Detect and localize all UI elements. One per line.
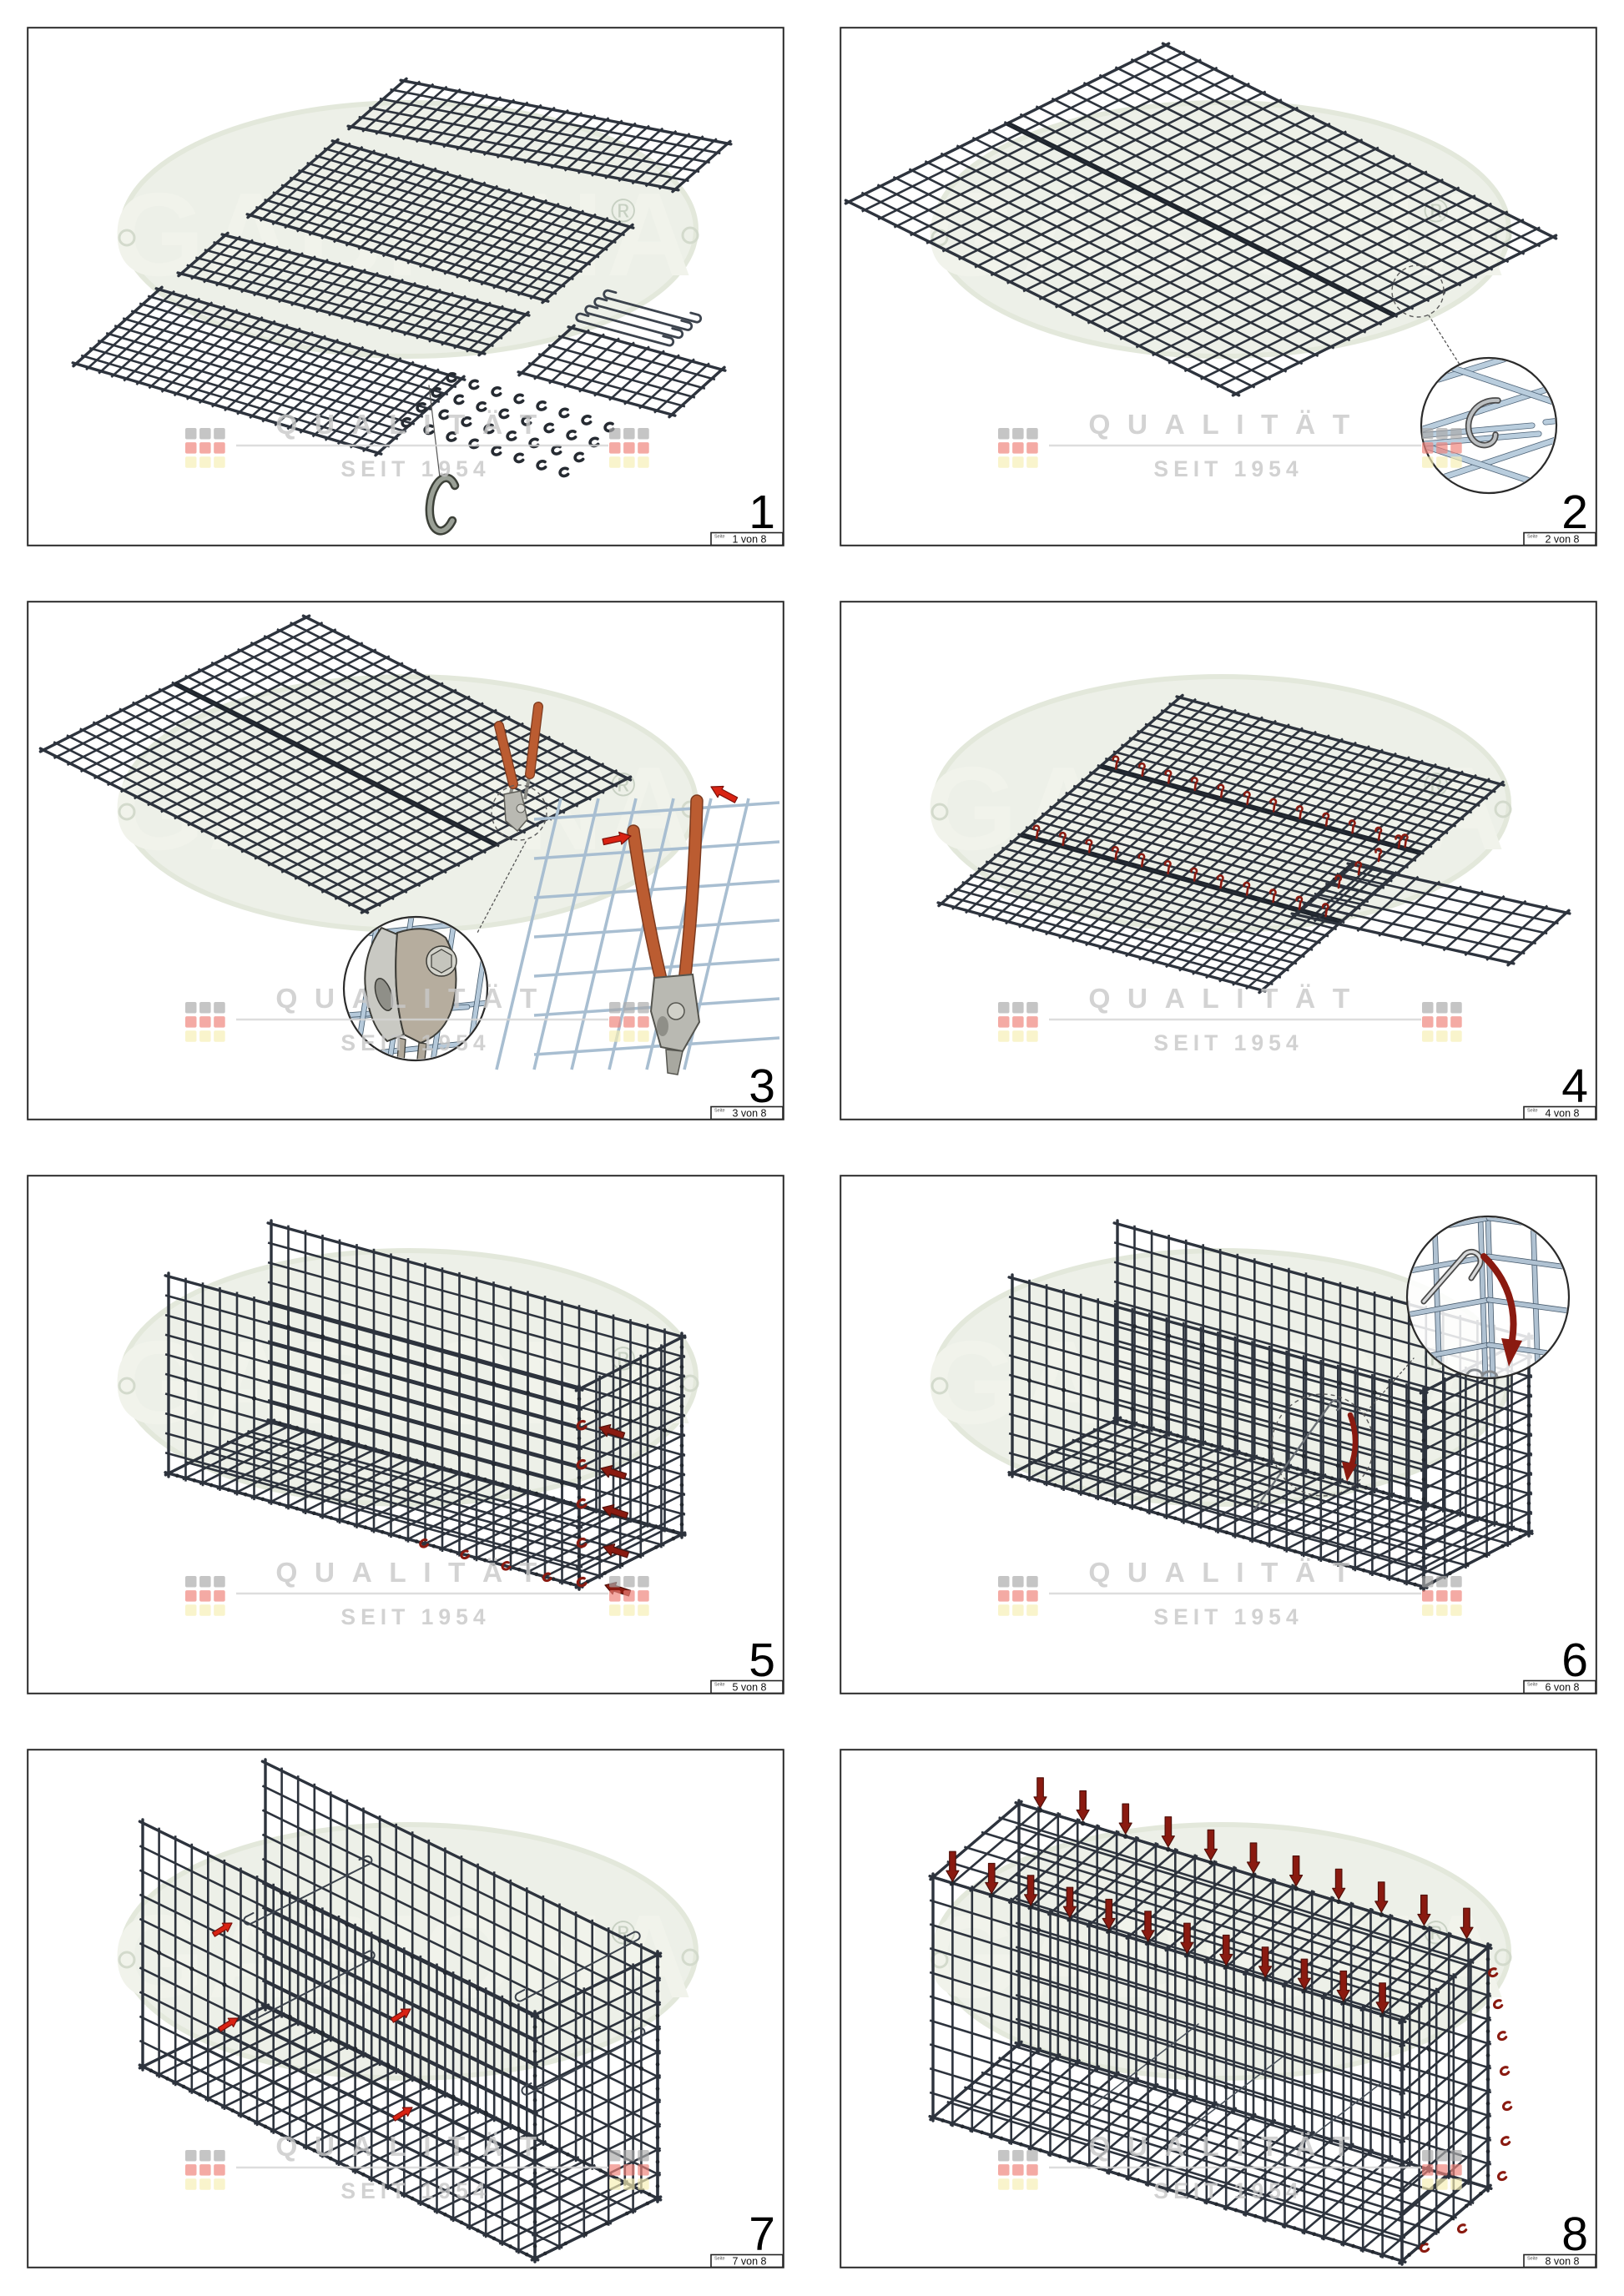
svg-text:7 von 8: 7 von 8 (732, 2256, 766, 2268)
svg-text:SEIT 1954: SEIT 1954 (1153, 1030, 1303, 1055)
svg-text:2: 2 (1561, 486, 1588, 539)
svg-text:8: 8 (1561, 2208, 1588, 2261)
svg-text:Seite: Seite (1527, 535, 1538, 540)
svg-text:Seite: Seite (1527, 1109, 1538, 1114)
svg-text:3: 3 (749, 1060, 775, 1113)
svg-text:5: 5 (749, 1634, 775, 1687)
svg-text:SEIT 1954: SEIT 1954 (1153, 2178, 1303, 2203)
svg-text:SEIT 1954: SEIT 1954 (340, 2178, 490, 2203)
svg-text:Seite: Seite (1527, 1683, 1538, 1688)
svg-text:SEIT 1954: SEIT 1954 (1153, 456, 1303, 481)
svg-text:2 von 8: 2 von 8 (1545, 534, 1579, 546)
svg-text:6: 6 (1561, 1634, 1588, 1687)
svg-text:Seite: Seite (714, 2257, 725, 2262)
svg-text:SEIT 1954: SEIT 1954 (340, 1030, 490, 1055)
svg-text:8 von 8: 8 von 8 (1545, 2256, 1579, 2268)
svg-text:QUALITÄT: QUALITÄT (275, 1558, 553, 1589)
svg-text:1 von 8: 1 von 8 (732, 534, 766, 546)
svg-text:7: 7 (749, 2208, 775, 2261)
svg-text:SEIT 1954: SEIT 1954 (1153, 1604, 1303, 1629)
svg-text:3 von 8: 3 von 8 (732, 1108, 766, 1120)
svg-text:4: 4 (1561, 1060, 1588, 1113)
svg-text:Seite: Seite (714, 535, 725, 540)
svg-text:QUALITÄT: QUALITÄT (1088, 2132, 1366, 2163)
svg-text:5 von 8: 5 von 8 (732, 1682, 766, 1694)
svg-text:QUALITÄT: QUALITÄT (1088, 984, 1366, 1015)
svg-text:QUALITÄT: QUALITÄT (275, 984, 553, 1015)
svg-text:SEIT 1954: SEIT 1954 (340, 1604, 490, 1629)
svg-text:Seite: Seite (714, 1683, 725, 1688)
svg-text:1: 1 (749, 486, 775, 539)
svg-text:QUALITÄT: QUALITÄT (1088, 410, 1366, 441)
svg-text:4 von 8: 4 von 8 (1545, 1108, 1579, 1120)
svg-text:6 von 8: 6 von 8 (1545, 1682, 1579, 1694)
svg-text:SEIT 1954: SEIT 1954 (340, 456, 490, 481)
svg-text:QUALITÄT: QUALITÄT (275, 410, 553, 441)
svg-text:QUALITÄT: QUALITÄT (1088, 1558, 1366, 1589)
svg-text:GABIONA: GABIONA (925, 169, 1509, 301)
svg-text:Seite: Seite (1527, 2257, 1538, 2262)
svg-text:Seite: Seite (714, 1109, 725, 1114)
svg-text:QUALITÄT: QUALITÄT (275, 2132, 553, 2163)
